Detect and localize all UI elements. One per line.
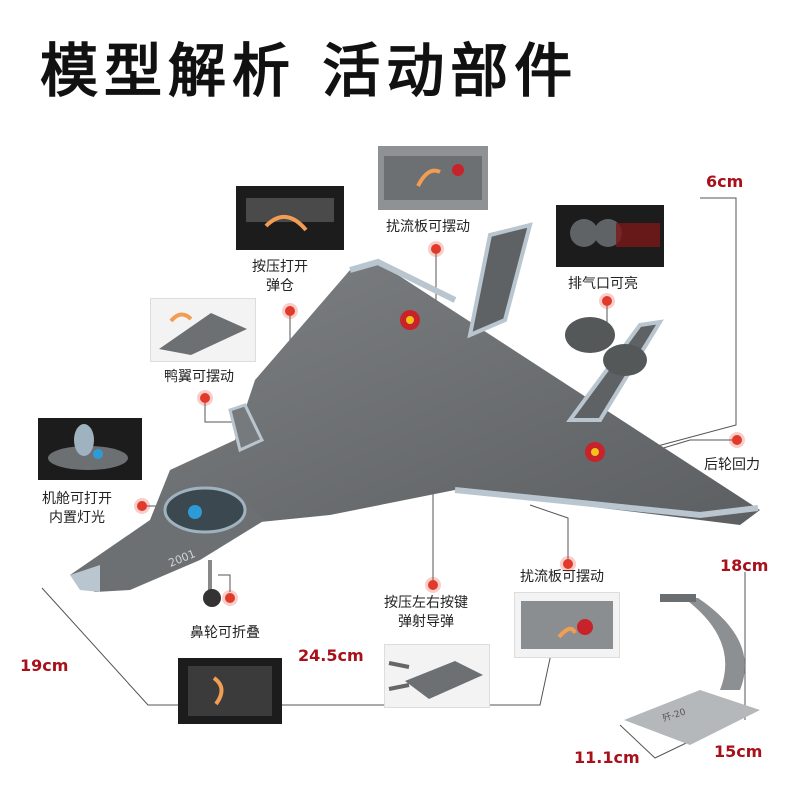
nose-gear-thumbnail [178,658,282,724]
callout-top-spoiler: 扰流板可摆动 [386,219,470,235]
marker-nose-gear [225,593,235,603]
dimension-height: 6cm [706,172,744,191]
dimension-stand-depth: 15cm [714,742,763,761]
callout-canard: 鸭翼可摆动 [164,369,234,385]
callout-bomb-bay: 按压打开 弹仓 [252,259,308,294]
canopy-thumbnail [38,418,142,480]
dimension-length: 24.5cm [298,646,364,665]
dimension-stand-width: 11.1cm [574,748,640,767]
callout-bottom-spoiler: 扰流板可摆动 [520,569,604,585]
marker-rear-gear [732,435,742,445]
canard-thumbnail [150,298,256,362]
marker-top-spoiler [431,244,441,254]
marker-exhaust [602,296,612,306]
marker-missile [428,580,438,590]
callout-nose-gear: 鼻轮可折叠 [190,625,260,641]
callout-exhaust: 排气口可亮 [568,276,638,292]
bottom-spoiler-thumbnail [514,592,620,658]
callout-rear-gear: 后轮回力 [704,457,760,473]
callout-missile: 按压左右按键 弹射导弹 [384,595,468,630]
marker-bottom-spoiler [563,559,573,569]
top-spoiler-thumbnail [378,146,488,210]
marker-bomb-bay [285,306,295,316]
marker-canopy [137,501,147,511]
page-title: 模型解析 活动部件 [40,37,579,105]
missile-thumbnail [384,644,490,708]
dimension-width: 19cm [20,656,69,675]
bomb-bay-thumbnail [236,186,344,250]
exhaust-thumbnail [556,205,664,267]
dimension-stand-height: 18cm [720,556,769,575]
marker-canard [200,393,210,403]
callout-canopy: 机舱可打开 内置灯光 [42,491,112,526]
